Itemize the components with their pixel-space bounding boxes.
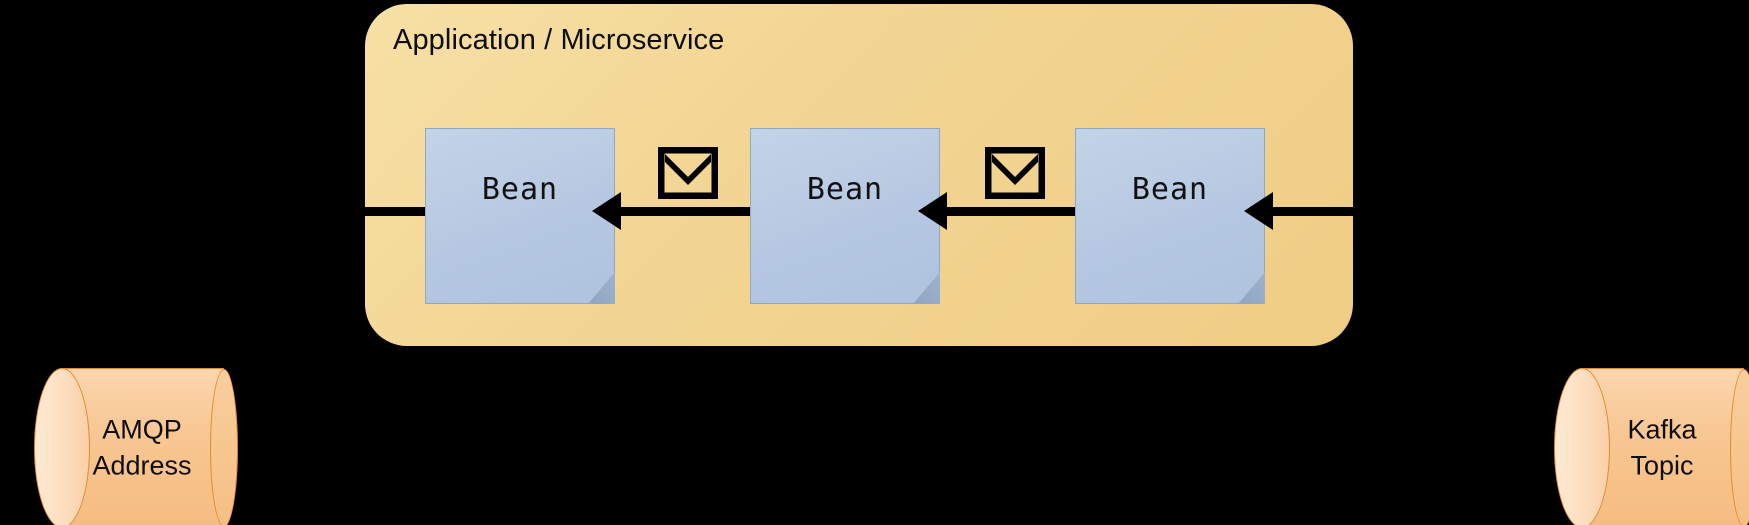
bean-shape xyxy=(750,128,940,304)
arrow-line-amqp-to-bean1 xyxy=(330,207,428,216)
arrow-line-bean3-to-bean2 xyxy=(944,207,1080,216)
bean-shape xyxy=(1075,128,1265,304)
bean-label: Bean xyxy=(1131,172,1209,207)
bean-label: Bean xyxy=(806,172,884,207)
application-microservice-panel: Application / Microservice Bean Bean xyxy=(330,4,1388,346)
page-title: Application / Microservice xyxy=(393,24,725,56)
kafka-topic-cylinder[interactable]: Kafka Topic xyxy=(1528,368,1749,525)
amqp-address-line-1: AMQP xyxy=(102,414,182,445)
cylinder-cap-right xyxy=(210,369,238,525)
arrow-head-kafka-to-bean3 xyxy=(1244,192,1273,230)
kafka-topic-line-1: Kafka xyxy=(1627,414,1697,445)
bean-box-3[interactable]: Bean xyxy=(1075,128,1265,304)
arrow-line-bean2-to-bean1 xyxy=(618,207,754,216)
cylinder-cap-left xyxy=(1554,368,1610,525)
arrow-line-kafka-to-bean3 xyxy=(1270,207,1388,216)
cylinder-cap-left xyxy=(34,368,90,525)
bean-label: Bean xyxy=(481,172,559,207)
bean-box-2[interactable]: Bean xyxy=(750,128,940,304)
arrow-head-bean3-to-bean2 xyxy=(918,192,947,230)
kafka-topic-line-2: Topic xyxy=(1630,450,1694,480)
envelope-icon xyxy=(658,147,718,199)
cylinder-body xyxy=(60,368,238,525)
bean-shape xyxy=(425,128,615,304)
amqp-address-label: AMQP Address xyxy=(64,412,220,483)
arrow-head-bean2-to-bean1 xyxy=(592,192,621,230)
bean-box-1[interactable]: Bean xyxy=(425,128,615,304)
amqp-address-cylinder[interactable]: AMQP Address xyxy=(8,368,238,525)
envelope-icon xyxy=(985,147,1045,199)
amqp-address-line-2: Address xyxy=(92,450,192,480)
kafka-topic-label: Kafka Topic xyxy=(1584,412,1740,483)
